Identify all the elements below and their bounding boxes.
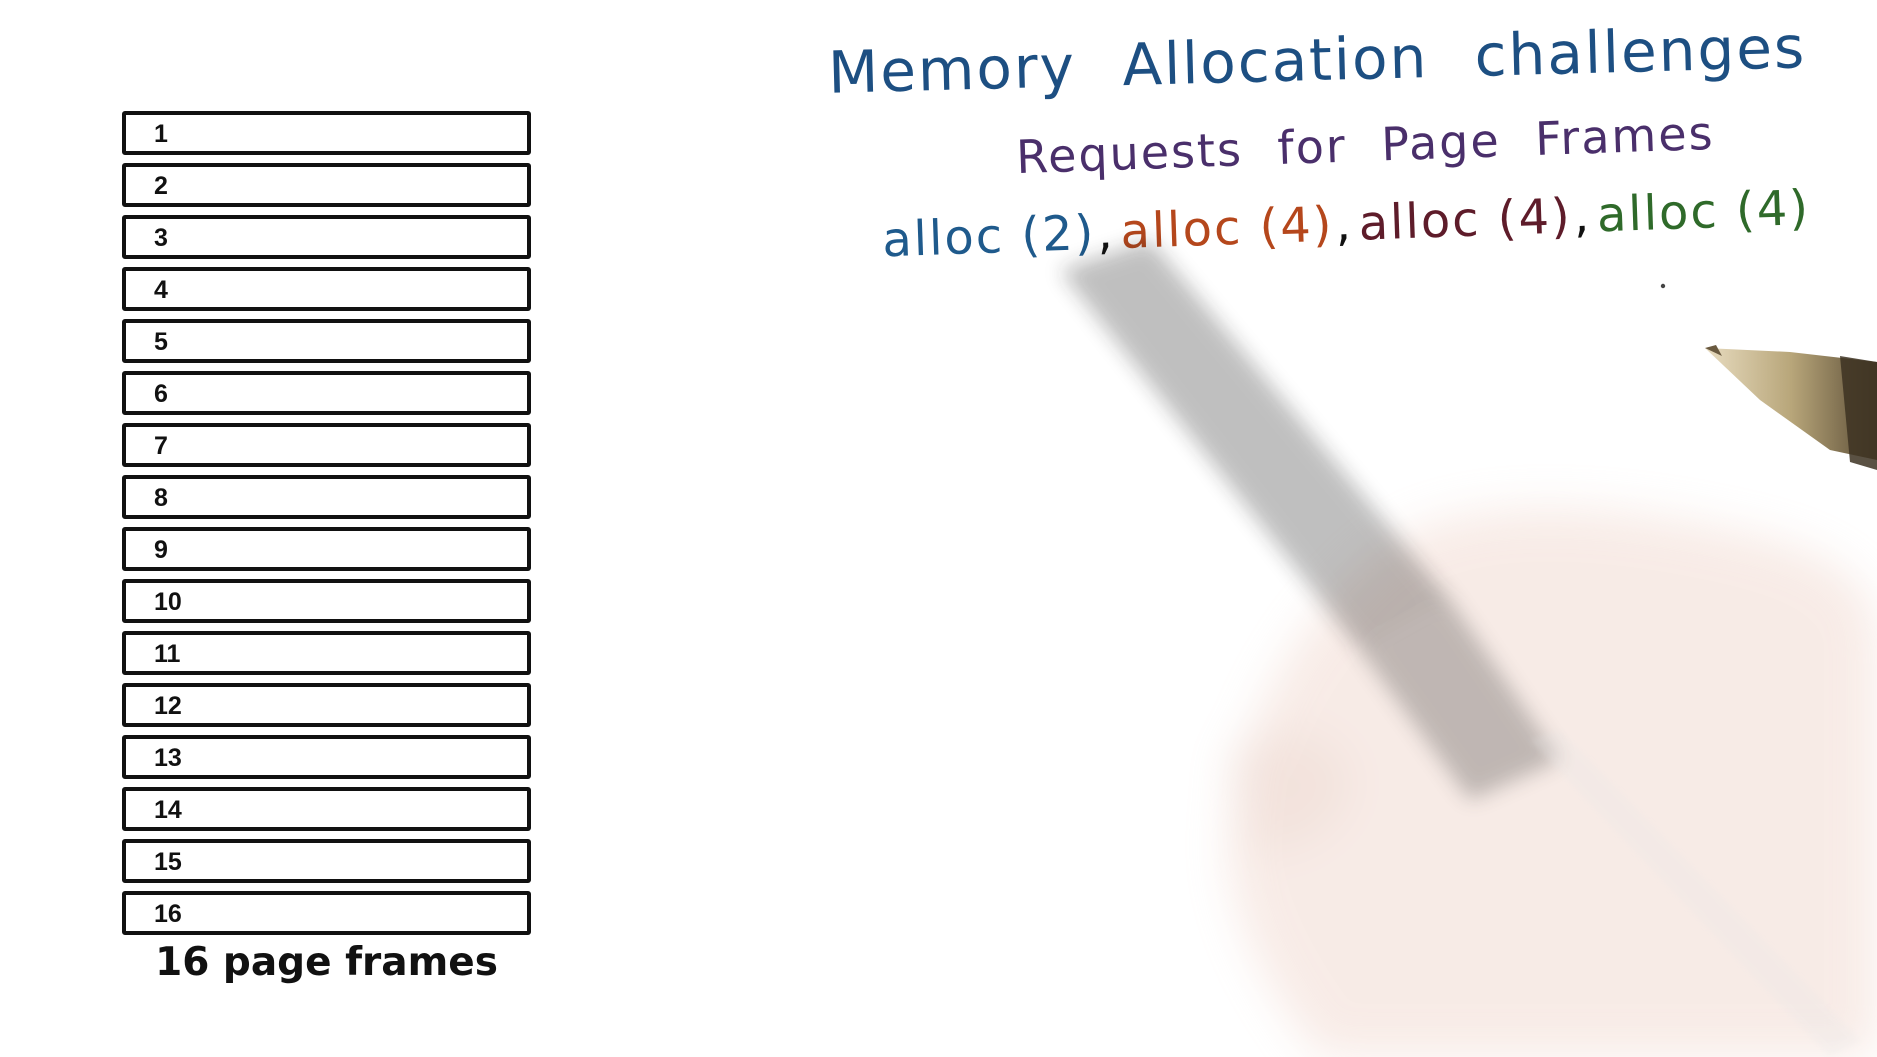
page-frame-number: 13 xyxy=(154,744,182,772)
page-frame-number: 2 xyxy=(154,172,168,200)
page-frame: 12 xyxy=(122,683,531,727)
page-frame-number: 15 xyxy=(154,848,182,876)
request-list: alloc (2),alloc (4),alloc (4),alloc (4) xyxy=(881,179,1819,269)
page-frame: 5 xyxy=(122,319,531,363)
page-frame-number: 9 xyxy=(154,536,168,564)
page-title: Memory Allocation challenges xyxy=(827,13,1807,107)
page-frame-number: 8 xyxy=(154,484,168,512)
page-frame-number: 10 xyxy=(154,588,182,616)
page-frame: 16 xyxy=(122,891,531,935)
page-frame: 14 xyxy=(122,787,531,831)
page-frame-number: 4 xyxy=(154,276,168,304)
alloc-request: alloc (4) xyxy=(1119,196,1335,261)
page-frame-number: 14 xyxy=(154,796,182,824)
request-separator: , xyxy=(1096,204,1116,261)
page-frame-number: 12 xyxy=(154,692,182,720)
alloc-request: alloc (2) xyxy=(881,204,1097,269)
page-frame: 11 xyxy=(122,631,531,675)
pen-body xyxy=(1060,240,1560,800)
page-frame: 7 xyxy=(122,423,531,467)
page-frame: 9 xyxy=(122,527,531,571)
page-frame-number: 6 xyxy=(154,380,168,408)
page-frame: 3 xyxy=(122,215,531,259)
request-separator: , xyxy=(1334,195,1354,253)
page-subtitle: Requests for Page Frames xyxy=(1015,105,1716,185)
ink-dot xyxy=(1660,283,1666,289)
page-frame: 10 xyxy=(122,579,531,623)
request-separator xyxy=(1811,180,1813,236)
page-frame: 4 xyxy=(122,267,531,311)
page-frame-number: 1 xyxy=(154,120,168,148)
page-frame: 6 xyxy=(122,371,531,415)
frames-caption: 16 page frames xyxy=(155,940,498,985)
page-frame-number: 7 xyxy=(154,432,168,460)
page-frame: 1 xyxy=(122,111,531,155)
hand-shape xyxy=(1228,508,1877,1057)
request-separator: , xyxy=(1572,187,1592,245)
page-frame-number: 11 xyxy=(154,640,181,668)
page-frame: 8 xyxy=(122,475,531,519)
page-frame-number: 5 xyxy=(154,328,168,356)
alloc-request: alloc (4) xyxy=(1595,179,1811,244)
page-frame: 13 xyxy=(122,735,531,779)
page-frame: 15 xyxy=(122,839,531,883)
alloc-request: alloc (4) xyxy=(1357,188,1573,252)
pen-tip xyxy=(1705,345,1877,470)
page-frame-number: 3 xyxy=(154,224,168,252)
page-frame-number: 16 xyxy=(154,900,182,928)
page-frame: 2 xyxy=(122,163,531,207)
